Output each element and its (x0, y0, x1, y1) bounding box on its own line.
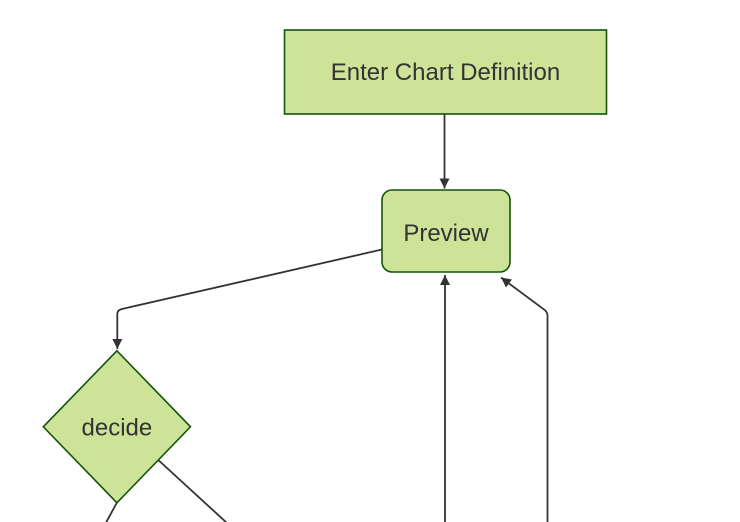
edge-decide-to-offscreen-right (158, 459, 228, 522)
node-preview (381, 189, 511, 273)
edge-decide-to-offscreen-left (105, 502, 118, 522)
node-enter-chart-definition (283, 29, 608, 115)
node-group: Enter Chart Definition Preview decide (42, 29, 608, 504)
node-preview-label: Preview (403, 220, 489, 247)
edge-offscreen2-to-preview (500, 276, 549, 522)
edge-group (105, 114, 549, 522)
node-enter-chart-definition-label: Enter Chart Definition (331, 59, 560, 86)
node-decide-label: decide (82, 415, 153, 442)
node-decide (42, 349, 192, 504)
edge-preview-to-decide (112, 248, 383, 349)
